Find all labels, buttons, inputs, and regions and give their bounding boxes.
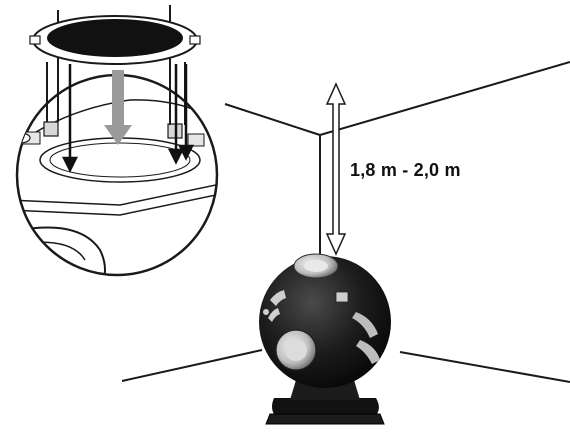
- mounting-height-label: 1,8 m - 2,0 m: [350, 160, 461, 180]
- planetarium-projector: [259, 253, 391, 425]
- floor-left-edge: [121, 349, 263, 382]
- ceiling-mount-ring: [29, 5, 201, 125]
- floor-right-edge: [399, 351, 570, 383]
- ring-dark-disc: [47, 19, 183, 57]
- room-corner-walls: [121, 61, 570, 383]
- height-dimension-arrow: [325, 82, 347, 256]
- ceiling-mount-magnifier: [15, 73, 219, 277]
- ceiling-right-edge: [319, 61, 570, 136]
- ceiling-left-edge: [224, 103, 321, 136]
- mount-arrows: [61, 64, 195, 173]
- gray-down-arrow: [104, 70, 132, 145]
